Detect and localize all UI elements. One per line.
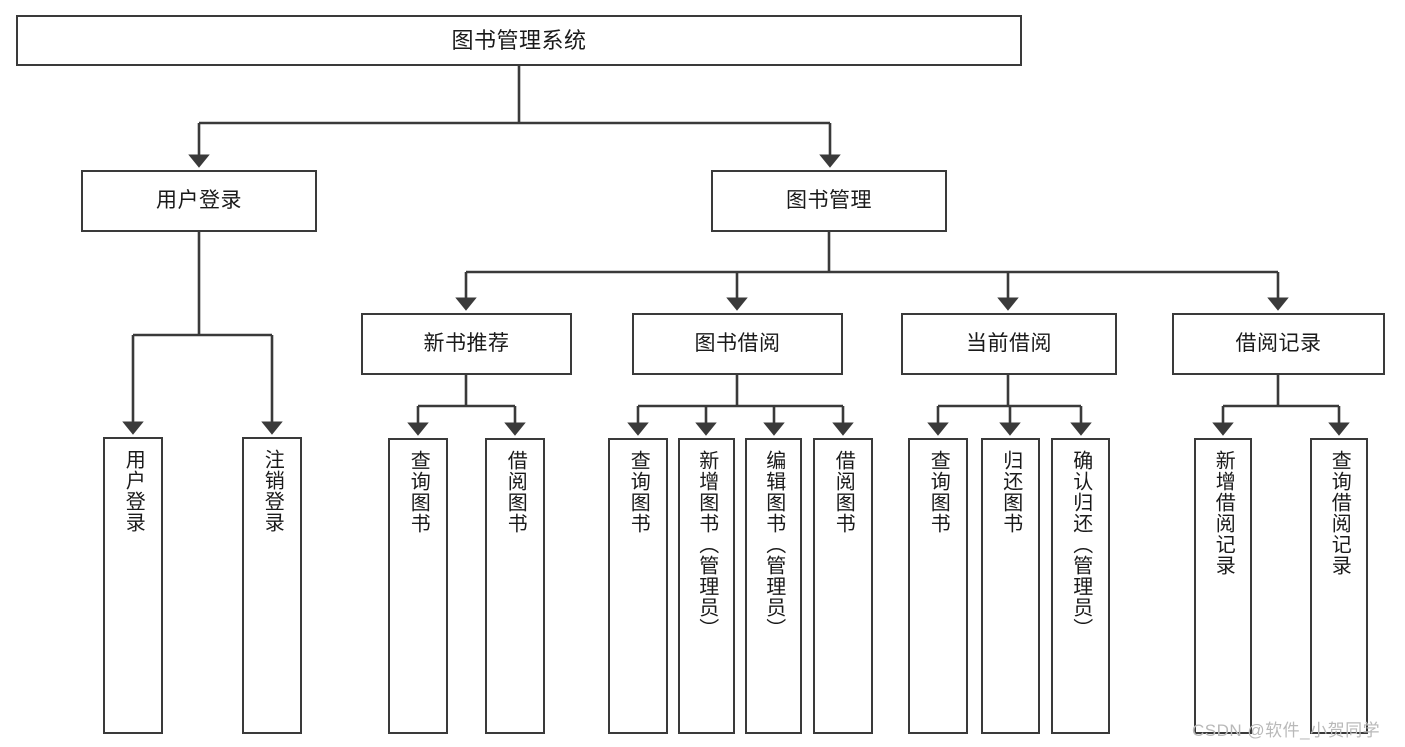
node-label: 用户登录 <box>156 188 242 212</box>
node-label: 新增图书（管理员） <box>695 450 718 639</box>
node-label: 借阅图书 <box>504 450 527 534</box>
leaf-query-book-3[interactable]: 查询图书 <box>908 438 968 734</box>
node-book-borrow[interactable]: 图书借阅 <box>632 313 843 375</box>
node-book-manage[interactable]: 图书管理 <box>711 170 947 232</box>
leaf-add-book[interactable]: 新增图书（管理员） <box>678 438 735 734</box>
node-label: 用户登录 <box>122 449 145 533</box>
node-root-system[interactable]: 图书管理系统 <box>16 15 1022 66</box>
node-label: 新增借阅记录 <box>1212 450 1235 576</box>
node-borrow-record[interactable]: 借阅记录 <box>1172 313 1385 375</box>
leaf-query-book-2[interactable]: 查询图书 <box>608 438 668 734</box>
leaf-query-record[interactable]: 查询借阅记录 <box>1310 438 1368 734</box>
node-label: 查询图书 <box>627 450 650 534</box>
node-label: 图书管理 <box>786 188 872 212</box>
node-user-login[interactable]: 用户登录 <box>81 170 317 232</box>
node-label: 借阅图书 <box>832 450 855 534</box>
node-current-borrow[interactable]: 当前借阅 <box>901 313 1117 375</box>
node-label: 注销登录 <box>261 449 284 533</box>
node-label: 新书推荐 <box>423 331 510 355</box>
leaf-user-logout[interactable]: 注销登录 <box>242 437 302 734</box>
node-new-book-recommend[interactable]: 新书推荐 <box>361 313 572 375</box>
node-label: 归还图书 <box>999 450 1022 534</box>
leaf-user-login[interactable]: 用户登录 <box>103 437 163 734</box>
node-label: 确认归还（管理员） <box>1069 450 1092 639</box>
node-label: 图书借阅 <box>694 331 781 355</box>
leaf-borrow-book-2[interactable]: 借阅图书 <box>813 438 873 734</box>
node-label: 查询图书 <box>927 450 950 534</box>
leaf-return-book[interactable]: 归还图书 <box>981 438 1040 734</box>
leaf-edit-book[interactable]: 编辑图书（管理员） <box>745 438 802 734</box>
leaf-query-book-1[interactable]: 查询图书 <box>388 438 448 734</box>
leaf-confirm-return[interactable]: 确认归还（管理员） <box>1051 438 1110 734</box>
node-label: 借阅记录 <box>1235 331 1322 355</box>
node-label: 当前借阅 <box>966 331 1052 355</box>
node-label: 图书管理系统 <box>451 27 587 53</box>
node-label: 编辑图书（管理员） <box>762 450 785 639</box>
leaf-add-record[interactable]: 新增借阅记录 <box>1194 438 1252 734</box>
node-label: 查询借阅记录 <box>1328 450 1351 576</box>
node-label: 查询图书 <box>407 450 430 534</box>
leaf-borrow-book-1[interactable]: 借阅图书 <box>485 438 545 734</box>
